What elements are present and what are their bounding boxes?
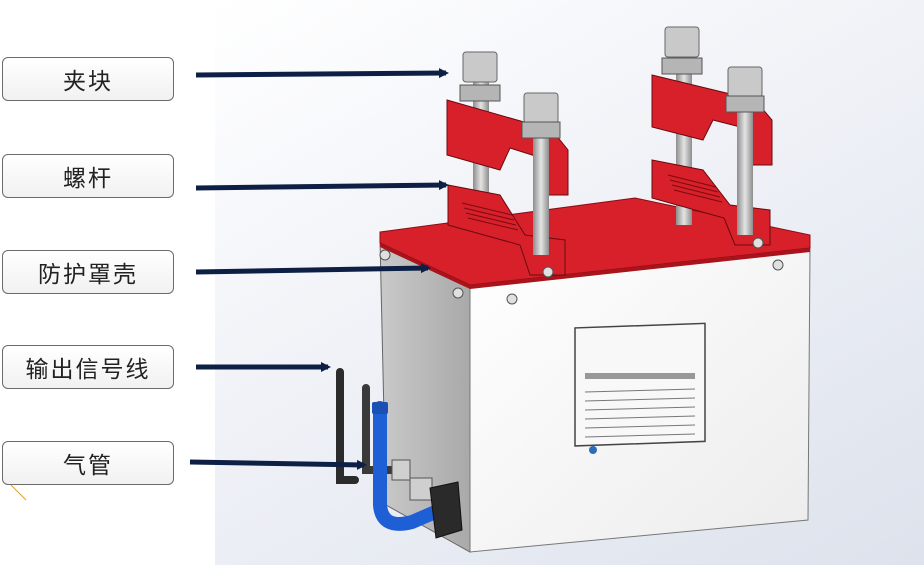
arrow-clamp — [195, 68, 449, 79]
nameplate-logo-icon — [589, 446, 597, 454]
clamp-teeth-right — [667, 174, 723, 203]
screw-cap-rear-right — [664, 26, 700, 58]
screw-cap-front-right — [727, 66, 763, 98]
screw-nut-rear-left — [459, 84, 501, 102]
screw-cap-rear-left — [462, 51, 498, 83]
clamp-teeth-left — [461, 202, 519, 231]
nameplate-lines — [584, 388, 696, 438]
screw-rod-front-right — [737, 95, 753, 235]
nameplate — [574, 322, 706, 447]
plate-bolts — [379, 237, 784, 305]
label-air-pipe: 气管 — [2, 441, 174, 485]
label-signal-wire: 输出信号线 — [2, 345, 174, 389]
label-screw: 螺杆 — [2, 154, 174, 198]
screw-nut-front-left — [521, 121, 561, 139]
cable-glands — [391, 459, 463, 539]
screw-cap-front-left — [523, 92, 559, 124]
decorative-stroke — [9, 483, 27, 501]
label-clamp: 夹块 — [2, 57, 174, 101]
label-cover: 防护罩壳 — [2, 250, 174, 294]
air-hose — [373, 401, 447, 531]
screw-nut-rear-right — [661, 57, 703, 75]
air-hose-cap — [372, 402, 388, 414]
screw-nut-front-right — [725, 95, 765, 113]
arrow-cover — [195, 263, 431, 275]
arrow-screw — [195, 180, 449, 191]
arrow-airpipe — [189, 459, 367, 470]
nameplate-header-bar — [585, 373, 695, 379]
screw-rod-front-left — [533, 120, 549, 255]
signal-cable-1 — [336, 368, 359, 484]
